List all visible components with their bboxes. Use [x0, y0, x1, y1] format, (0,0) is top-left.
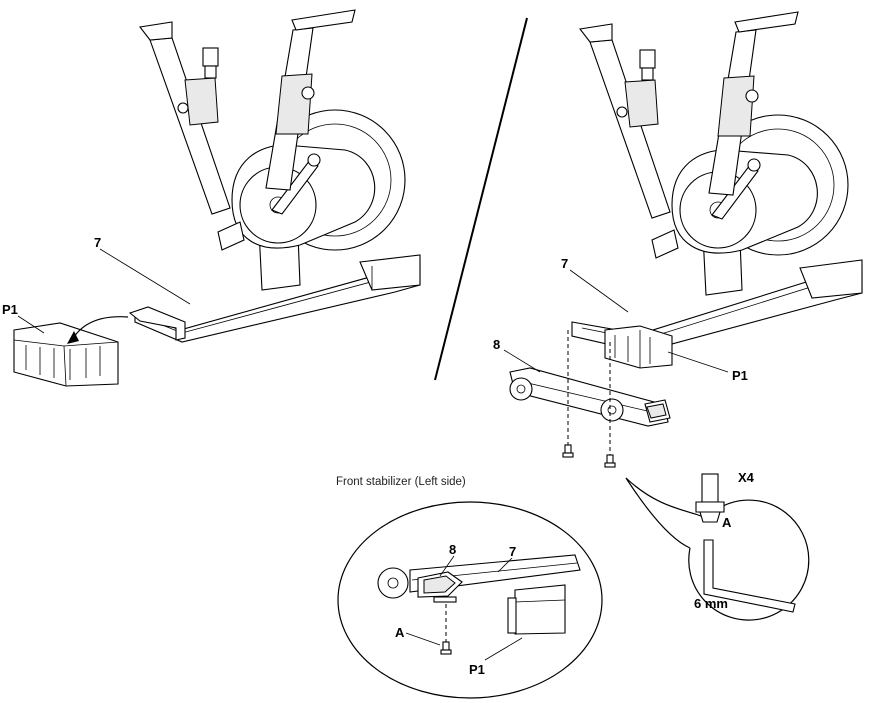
- label-cap-right: P1: [732, 368, 748, 383]
- front-stabilizer: [510, 368, 670, 426]
- detail-label-stabilizer: 8: [449, 542, 456, 557]
- label-frame-left: 7: [94, 235, 101, 250]
- detail-label-bolt: A: [395, 625, 405, 640]
- bike-left: [130, 10, 420, 342]
- end-cap-left: [14, 323, 118, 386]
- hardware-quantity: X4: [738, 470, 755, 485]
- bolt: [563, 445, 573, 457]
- bike-right: [572, 12, 862, 352]
- end-cap-right: [605, 326, 672, 368]
- hardware-bolt-label: A: [722, 515, 732, 530]
- detail-caption: Front stabilizer (Left side): [336, 476, 466, 488]
- label-stabilizer-right: 8: [493, 337, 500, 352]
- label-frame-right: 7: [561, 256, 568, 271]
- wrench-size: 6 mm: [694, 596, 728, 611]
- label-cap-left: P1: [2, 302, 18, 317]
- detail-label-cap: P1: [469, 662, 485, 677]
- detail-label-frame: 7: [509, 544, 516, 559]
- detail-view: 8 7 A P1: [338, 502, 602, 698]
- step-divider: [435, 18, 527, 380]
- hardware-bubble: X4 A 6 mm: [626, 470, 809, 620]
- bolt: [605, 455, 615, 467]
